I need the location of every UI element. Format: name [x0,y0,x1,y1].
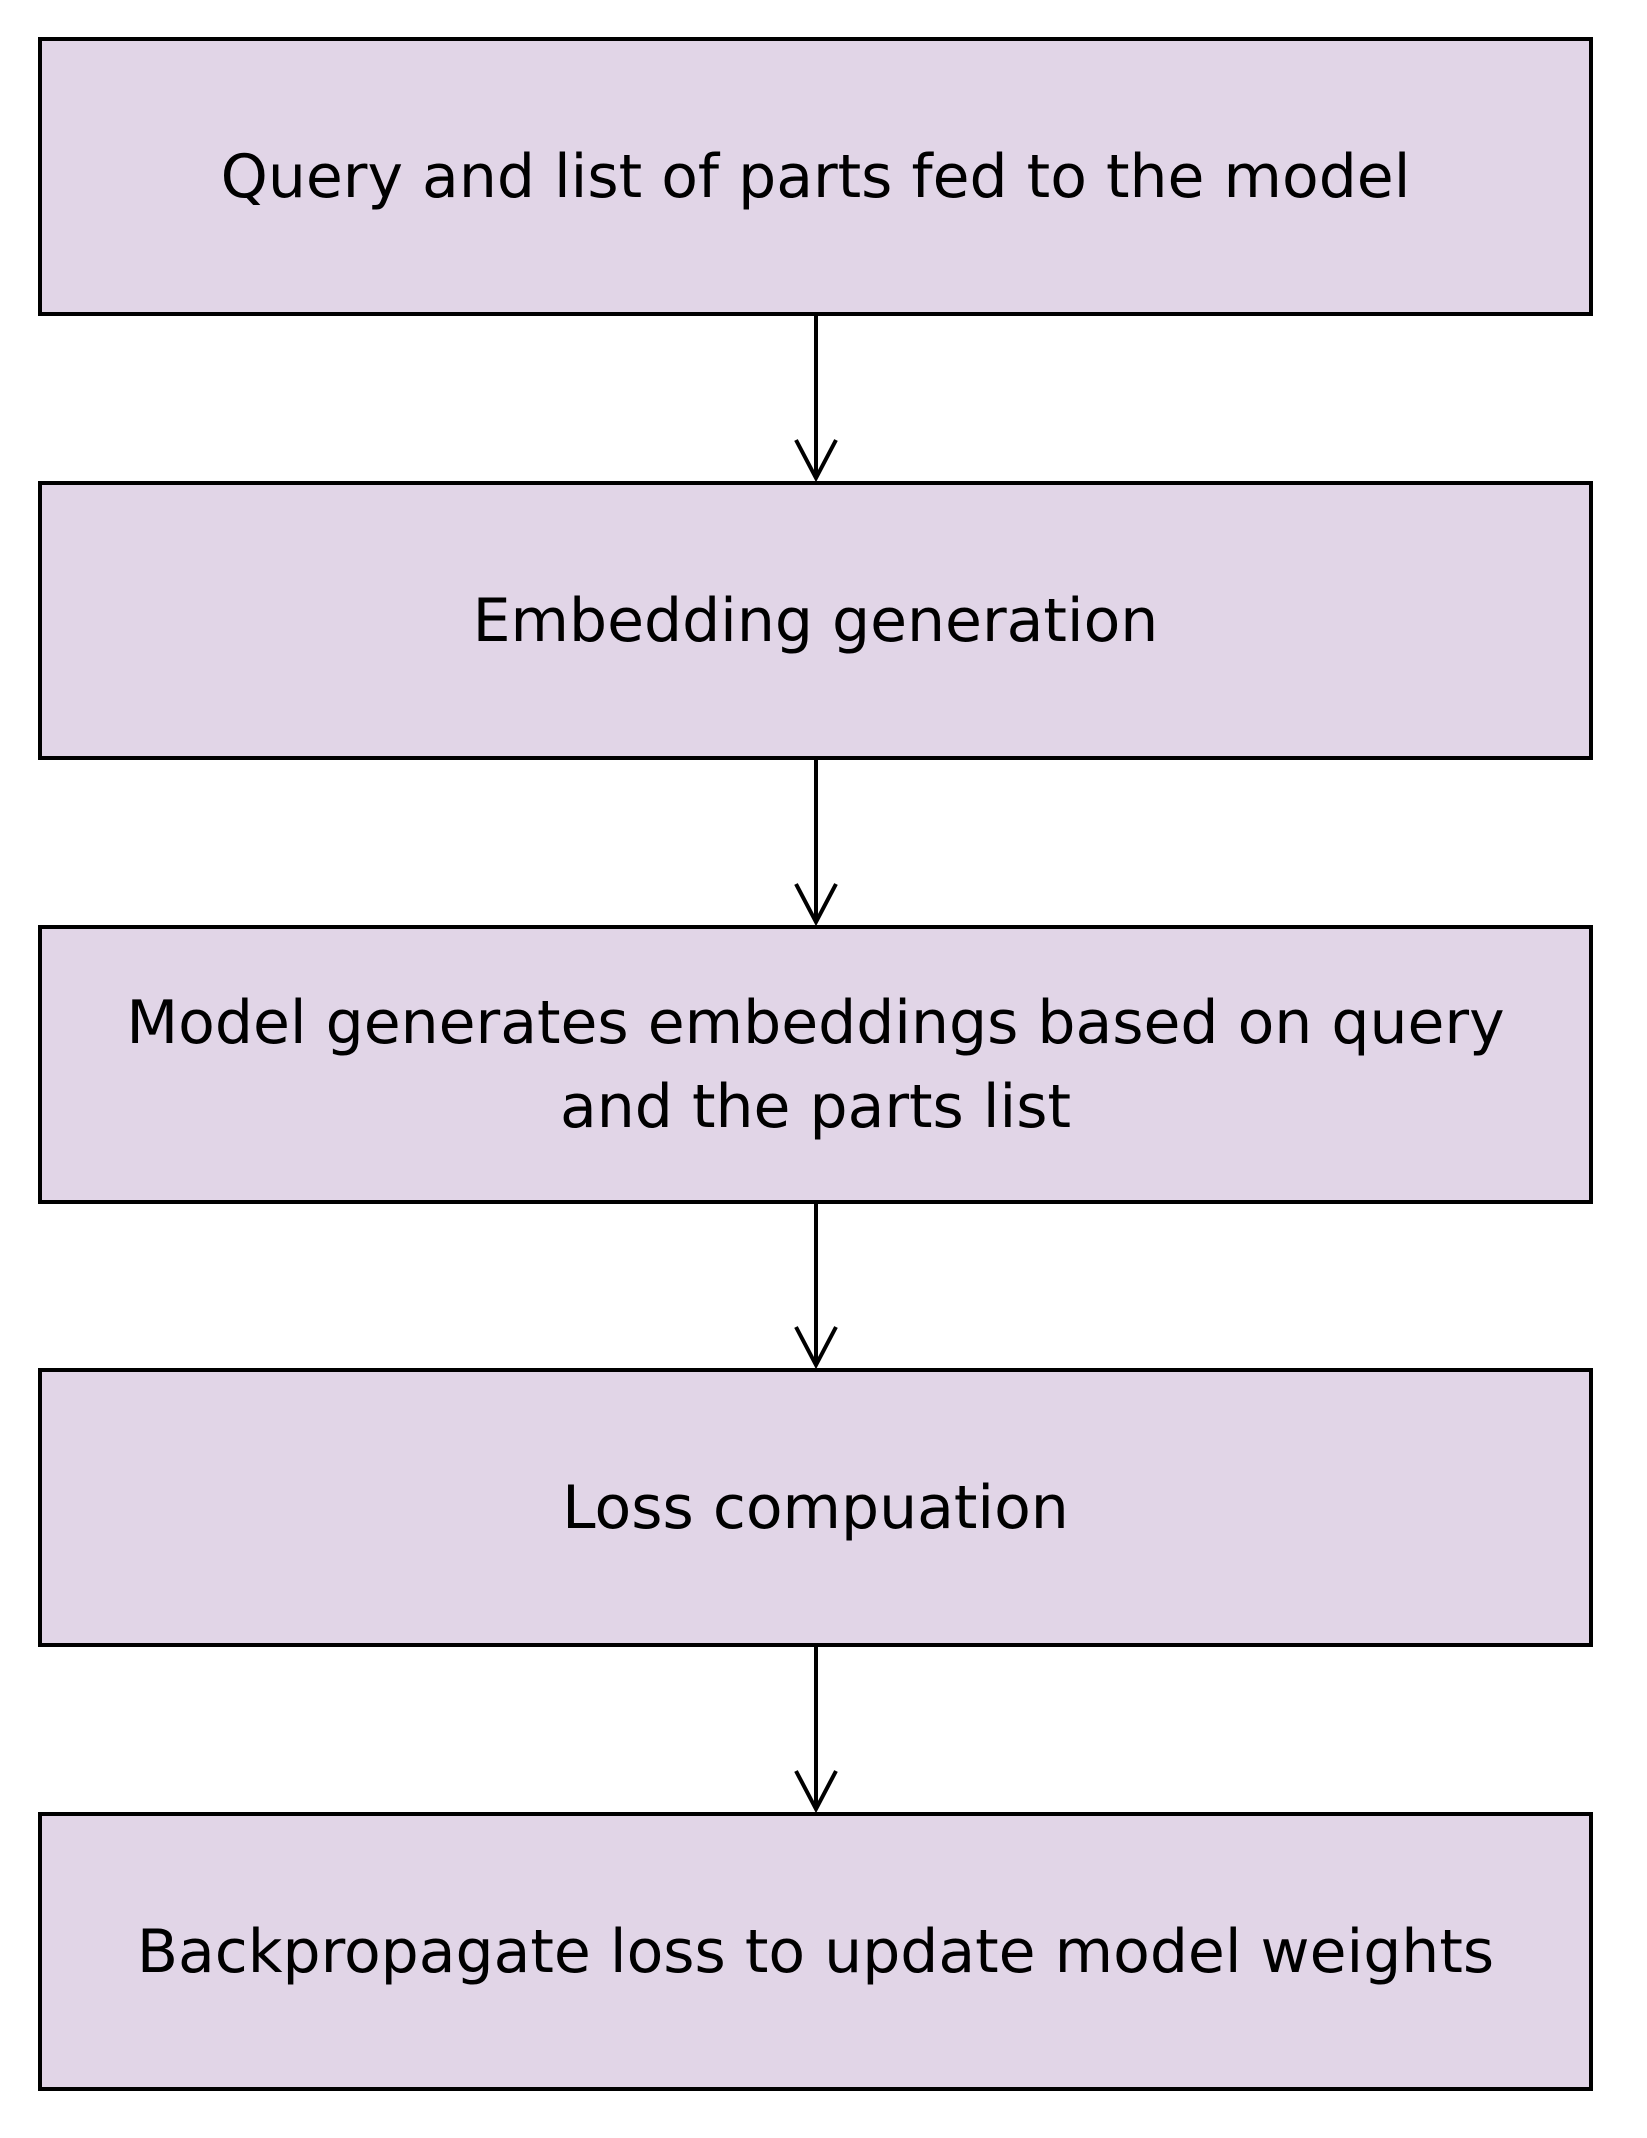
step-embedding-generation-box: Embedding generation [38,481,1593,760]
step-label: Loss compuation [562,1472,1069,1543]
step-label: Backpropagate loss to update model weigh… [136,1916,1495,1987]
step-backpropagate-box: Backpropagate loss to update model weigh… [38,1812,1593,2091]
step-query-input-box: Query and list of parts fed to the model [38,37,1593,316]
arrow-step1-to-step2 [794,316,838,483]
step-label: Model generates embeddings based on quer… [126,987,1505,1142]
step-loss-computation-box: Loss compuation [38,1368,1593,1647]
step-label: Embedding generation [472,585,1159,656]
arrow-step3-to-step4 [794,1204,838,1370]
arrow-step4-to-step5 [794,1647,838,1814]
arrow-step2-to-step3 [794,760,838,927]
step-model-generates-embeddings-box: Model generates embeddings based on quer… [38,925,1593,1204]
step-label: Query and list of parts fed to the model [220,141,1411,212]
